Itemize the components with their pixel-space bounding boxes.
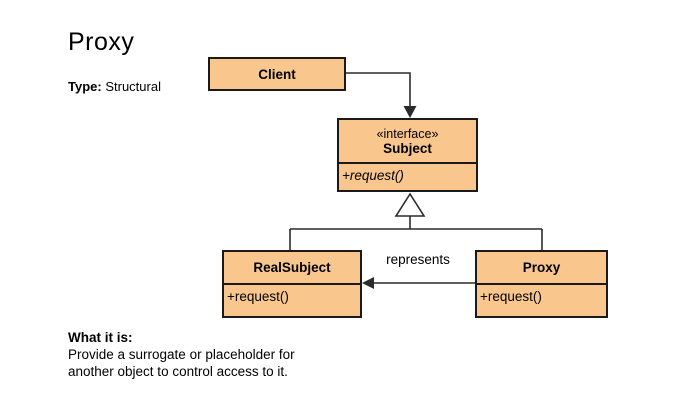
- realsubject-header: RealSubject: [224, 252, 360, 283]
- what-it-is-block: What it is: Provide a surrogate or place…: [68, 329, 295, 380]
- generalization-triangle-icon: [394, 192, 426, 217]
- class-name-proxy: Proxy: [522, 260, 561, 275]
- represents-label: represents: [386, 252, 450, 267]
- class-box-proxy: Proxy +request(): [475, 250, 608, 318]
- page-title: Proxy: [68, 28, 135, 56]
- proxy-member-request: +request(): [480, 289, 542, 304]
- subject-members: +request(): [339, 162, 476, 190]
- pattern-type-value: Structural: [101, 79, 161, 94]
- what-it-is-line2: another object to control access to it.: [68, 364, 288, 379]
- realsubject-member-request: +request(): [227, 289, 289, 304]
- proxy-members: +request(): [477, 283, 606, 316]
- class-box-subject: «interface» Subject +request(): [337, 118, 478, 192]
- class-name-client: Client: [258, 66, 296, 82]
- pattern-type-line: Type: Structural: [68, 79, 161, 94]
- client-subject-line: [346, 72, 411, 110]
- pattern-type-label: Type:: [68, 79, 102, 94]
- subject-stereotype: «interface»: [376, 126, 439, 141]
- subject-member-request: +request(): [342, 168, 404, 183]
- what-it-is-line1: Provide a surrogate or placeholder for: [68, 347, 295, 362]
- class-box-client: Client: [208, 57, 346, 91]
- represents-arrowhead-icon: [362, 277, 374, 289]
- class-name-realsubject: RealSubject: [253, 260, 331, 275]
- class-name-subject: Subject: [383, 140, 432, 156]
- client-subject-arrowhead-icon: [403, 106, 417, 118]
- what-it-is-heading: What it is:: [68, 330, 133, 345]
- proxy-header: Proxy: [477, 252, 606, 283]
- subject-header: «interface» Subject: [339, 120, 476, 162]
- class-box-realsubject: RealSubject +request(): [222, 250, 362, 318]
- realsubject-members: +request(): [224, 283, 360, 316]
